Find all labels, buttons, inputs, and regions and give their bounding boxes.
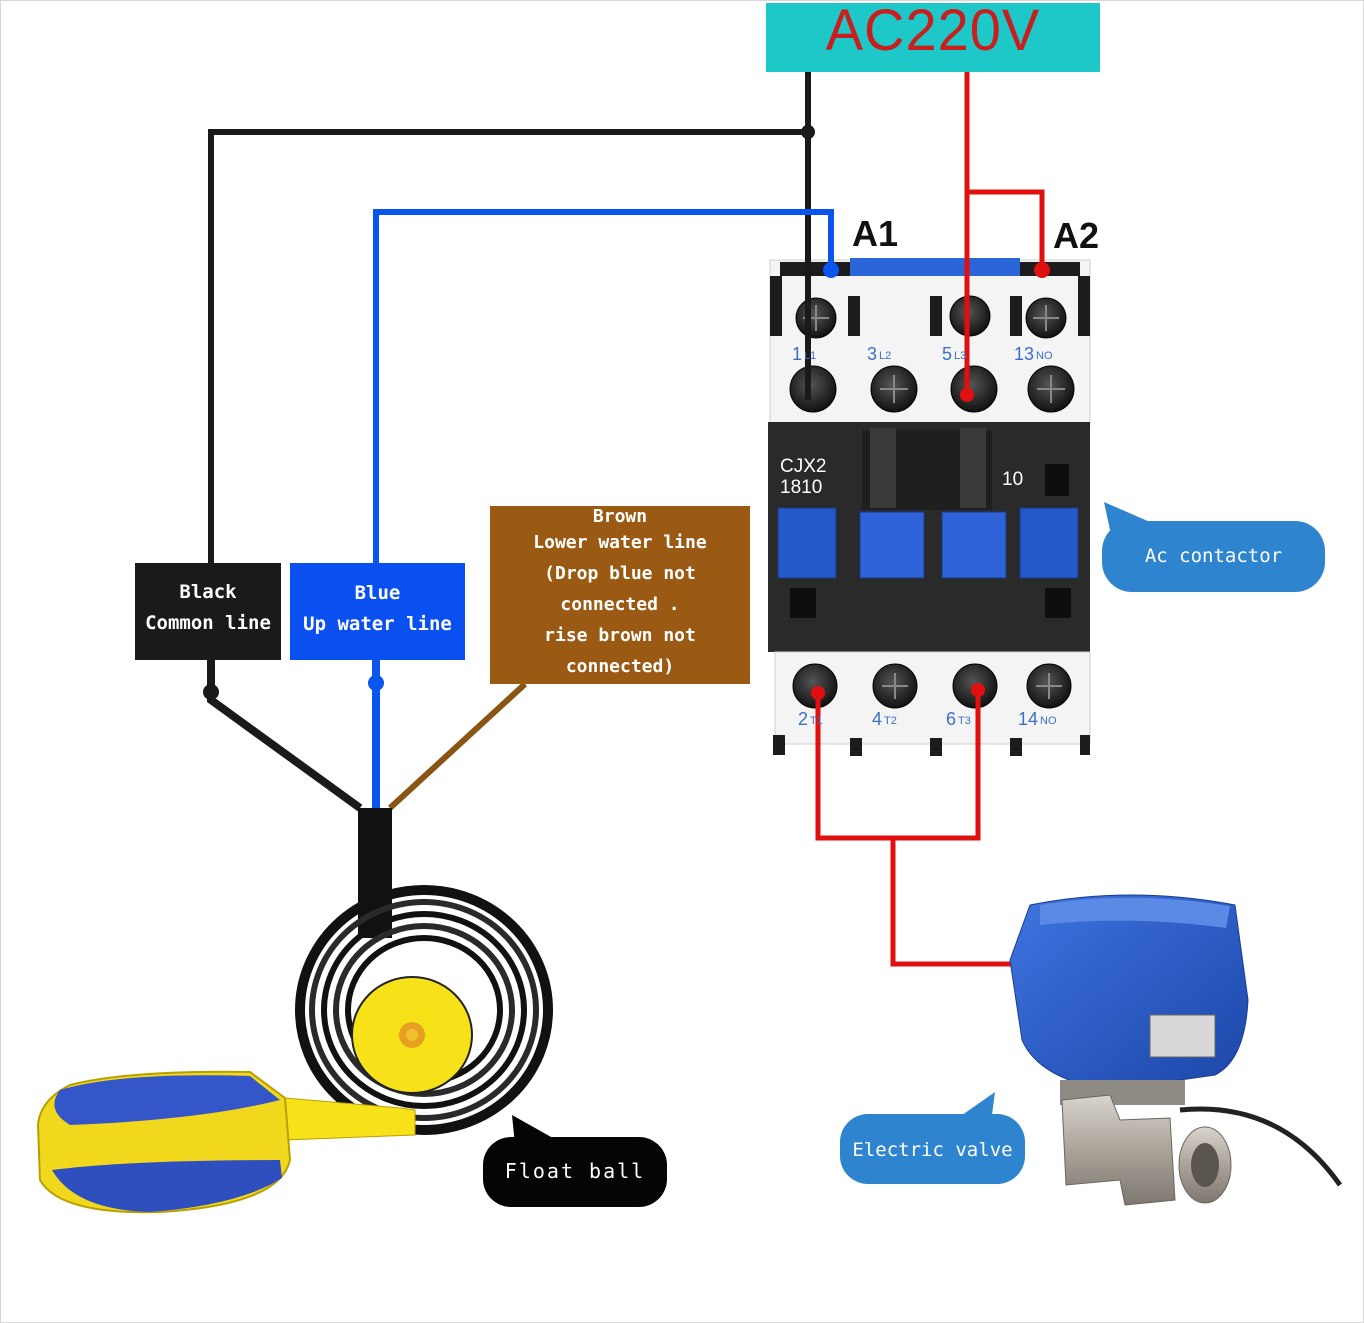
black-common-wire-lower — [207, 660, 363, 812]
brown-label-line: (Drop blue not — [544, 563, 696, 584]
contactor-blue-strip — [850, 258, 1020, 276]
black-label-line: Common line — [145, 612, 271, 634]
blue-up-water-line-label: Blue Up water line — [290, 563, 465, 660]
screw-terminal-icon — [789, 365, 837, 413]
output-wire — [815, 693, 981, 841]
screw-terminal-icon — [792, 663, 838, 709]
armature-block — [1019, 507, 1079, 579]
aux-contact-code: 10 — [1002, 469, 1024, 490]
blue-label-line: Up water line — [303, 613, 452, 635]
armature-block — [941, 511, 1007, 579]
blue-wire — [373, 209, 834, 563]
contactor-model: CJX2 1810 — [780, 456, 826, 498]
model-line-2: 1810 — [780, 477, 823, 498]
brown-label-line: connected . — [560, 594, 680, 615]
electric-valve-icon — [1009, 894, 1343, 1206]
valve-wire — [890, 838, 1015, 967]
ac-contactor-icon — [768, 258, 1091, 756]
coil-a2-label: A2 — [1053, 215, 1100, 256]
brown-wire — [387, 681, 528, 811]
supply-box: AC220V — [766, 0, 1100, 72]
coil-a1-dot — [823, 262, 839, 278]
terminal-dot — [811, 686, 825, 700]
brown-label-line: rise brown not — [544, 625, 696, 646]
brown-lower-water-line-label: Brown Lower water line (Drop blue not co… — [490, 506, 750, 684]
float-ball-callout: Float ball — [483, 1137, 667, 1207]
terminal-dot — [960, 388, 974, 402]
brown-label-line: connected) — [565, 656, 675, 677]
screw-terminal-icon — [949, 295, 991, 337]
coil-a1-label: A1 — [852, 213, 899, 254]
armature-block — [777, 507, 837, 579]
supply-label: AC220V — [825, 0, 1041, 63]
electric-valve-callout: Electric valve — [840, 1114, 1025, 1184]
black-common-wire — [208, 129, 808, 563]
model-line-1: CJX2 — [780, 456, 827, 477]
brown-label-line: Lower water line — [533, 532, 707, 553]
junction-dot — [801, 125, 815, 139]
junction-dot — [368, 675, 384, 691]
ac-contactor-callout: Ac contactor — [1102, 521, 1325, 592]
brown-label-line: Brown — [592, 506, 648, 527]
screw-terminal-icon — [950, 365, 998, 413]
blue-label-line: Blue — [354, 582, 401, 604]
junction-dot — [203, 684, 219, 700]
armature-block — [859, 511, 925, 579]
black-label-line: Black — [179, 581, 237, 603]
live-wire-coil — [967, 189, 1045, 270]
coil-a2-dot — [1034, 262, 1050, 278]
terminal-dot — [971, 683, 985, 697]
float-switch-icon — [36, 808, 553, 1214]
black-common-line-label: Black Common line — [135, 563, 281, 660]
